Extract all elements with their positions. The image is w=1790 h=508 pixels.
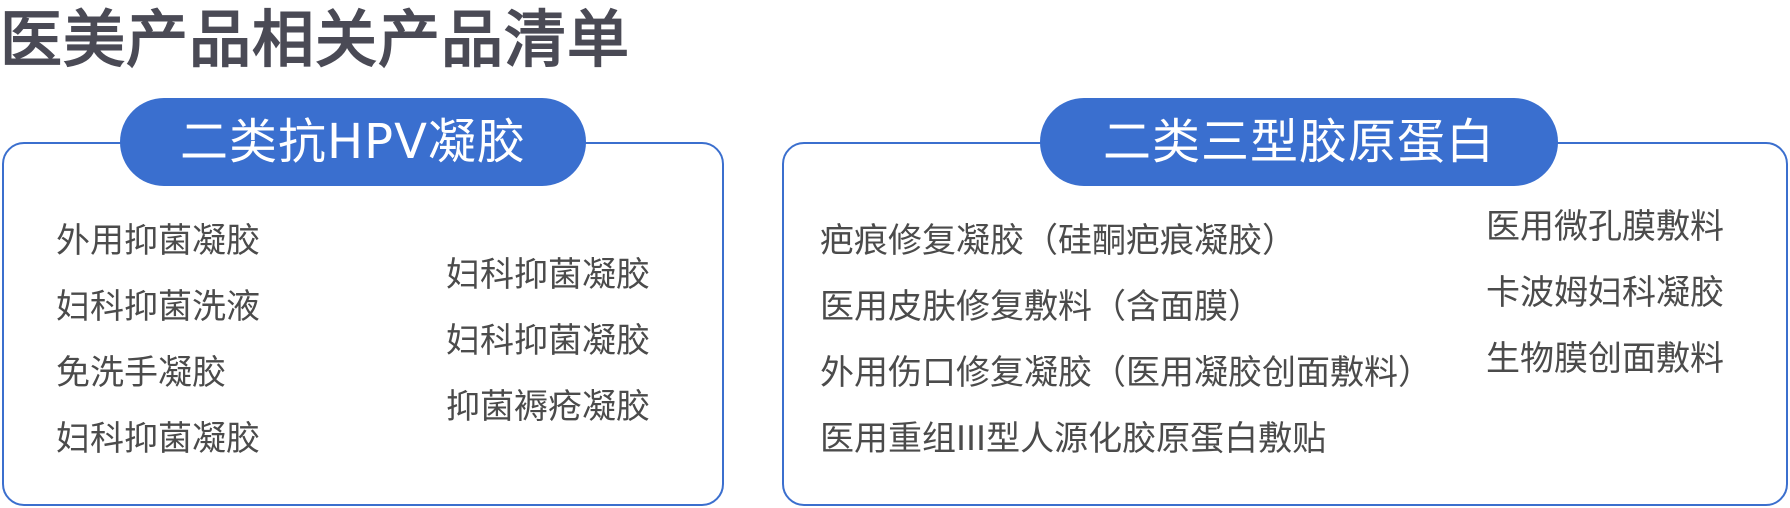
list-item: 疤痕修复凝胶（硅酮疤痕凝胶） bbox=[820, 221, 1296, 261]
product-list-hpv-col1: 外用抑菌凝胶 妇科抑菌洗液 免洗手凝胶 妇科抑菌凝胶 bbox=[56, 208, 260, 472]
product-list-collagen-col2: 医用微孔膜敷料 卡波姆妇科凝胶 生物膜创面敷料 bbox=[1486, 194, 1724, 392]
list-item: 妇科抑菌凝胶 bbox=[446, 321, 650, 361]
panel-collagen bbox=[782, 142, 1788, 506]
list-item: 妇科抑菌洗液 bbox=[56, 287, 260, 327]
list-item: 生物膜创面敷料 bbox=[1486, 339, 1724, 379]
list-item: 妇科抑菌凝胶 bbox=[446, 255, 650, 295]
panel-hpv-gel bbox=[2, 142, 724, 506]
list-item: 外用伤口修复凝胶（医用凝胶创面敷料） bbox=[820, 353, 1432, 393]
list-item: 卡波姆妇科凝胶 bbox=[1486, 273, 1724, 313]
list-item: 医用微孔膜敷料 bbox=[1486, 207, 1724, 247]
list-item: 医用皮肤修复敷料（含面膜） bbox=[820, 287, 1262, 327]
list-item: 抑菌褥疮凝胶 bbox=[446, 387, 650, 427]
panel-header-collagen: 二类三型胶原蛋白 bbox=[1040, 98, 1558, 186]
page-title: 医美产品相关产品清单 bbox=[0, 3, 631, 76]
list-item: 妇科抑菌凝胶 bbox=[56, 419, 260, 459]
panel-header-hpv-gel: 二类抗HPV凝胶 bbox=[120, 98, 586, 186]
product-list-hpv-col2: 妇科抑菌凝胶 妇科抑菌凝胶 抑菌褥疮凝胶 bbox=[446, 242, 650, 440]
list-item: 免洗手凝胶 bbox=[56, 353, 226, 393]
product-list-collagen-col1: 疤痕修复凝胶（硅酮疤痕凝胶） 医用皮肤修复敷料（含面膜） 外用伤口修复凝胶（医用… bbox=[820, 208, 1432, 472]
list-item: 外用抑菌凝胶 bbox=[56, 221, 260, 261]
list-item: 医用重组III型人源化胶原蛋白敷贴 bbox=[820, 419, 1327, 459]
